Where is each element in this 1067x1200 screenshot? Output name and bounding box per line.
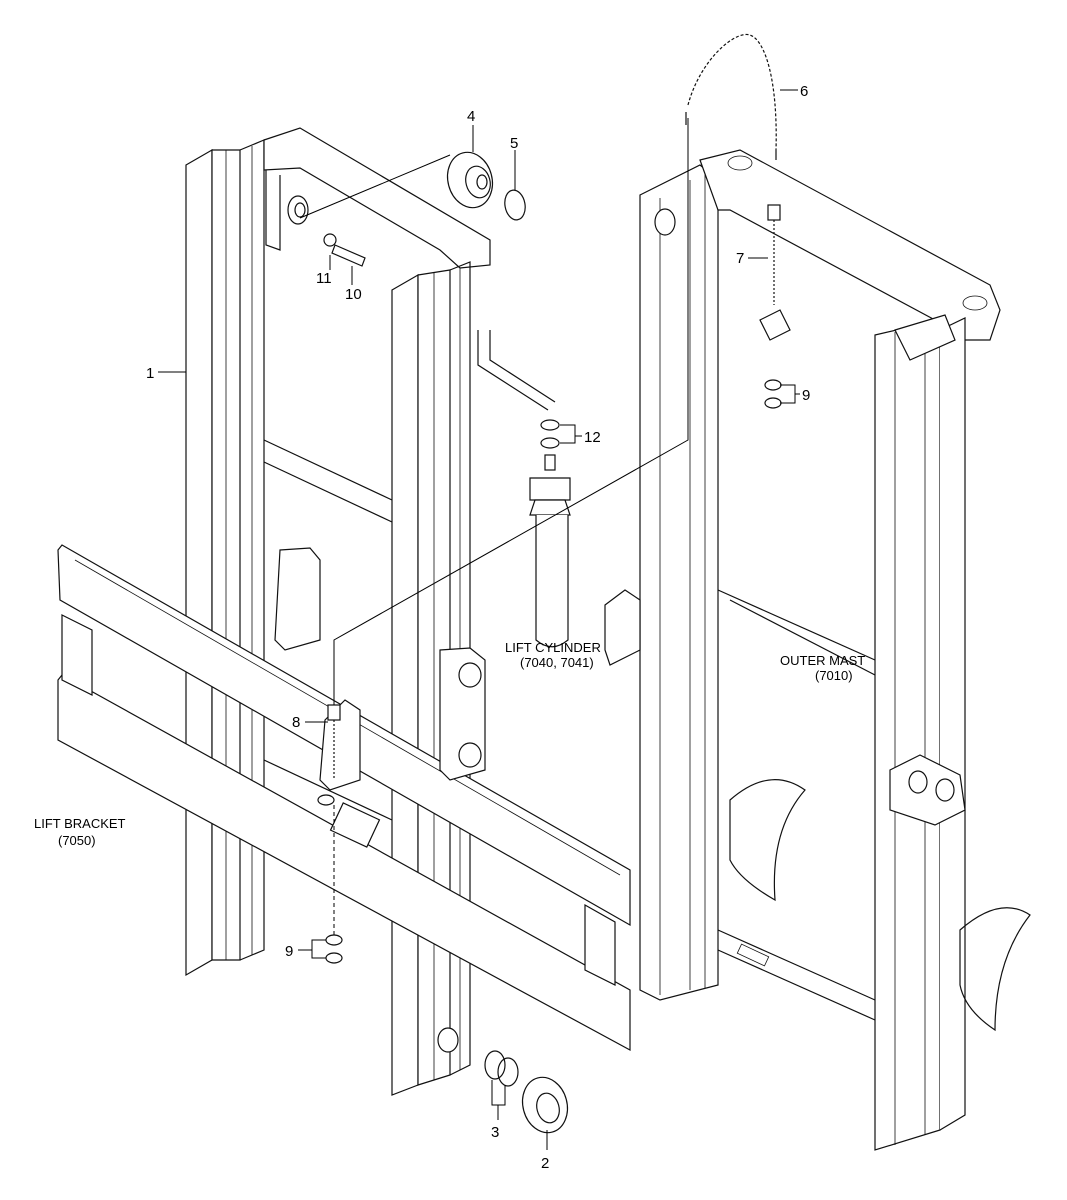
assembly-labels: LIFT CYLINDER (7040, 7041) OUTER MAST (7… xyxy=(34,640,865,848)
callout-12: 12 xyxy=(584,429,601,446)
outer-mast xyxy=(604,149,1031,1151)
callout-3: 3 xyxy=(491,1124,499,1141)
callout-7: 7 xyxy=(736,250,744,267)
lift-chain xyxy=(685,33,777,160)
callout-5: 5 xyxy=(510,135,518,152)
bolt-10 xyxy=(323,233,366,267)
callout-numbers: 1 2 3 4 5 6 7 8 9 9 10 11 12 xyxy=(146,83,810,1172)
callout-4: 4 xyxy=(467,108,475,125)
callout-9-bottom: 9 xyxy=(285,943,293,960)
anchor-bolt-top xyxy=(759,204,791,409)
callout-9-top: 9 xyxy=(802,387,810,404)
callout-11: 11 xyxy=(316,270,332,287)
snap-ring-top xyxy=(504,189,526,221)
label-lift-cylinder-ref: (7040, 7041) xyxy=(520,655,594,670)
callout-6: 6 xyxy=(800,83,808,100)
label-lift-bracket: LIFT BRACKET xyxy=(34,816,126,831)
callout-1: 1 xyxy=(146,365,154,382)
top-roller xyxy=(446,151,494,209)
anchor-bolt-bottom xyxy=(325,704,343,964)
lift-bracket xyxy=(57,544,631,1052)
callout-2: 2 xyxy=(541,1155,549,1172)
label-lift-bracket-ref: (7050) xyxy=(58,833,96,848)
bottom-roller xyxy=(521,1076,569,1134)
callout-8: 8 xyxy=(292,714,300,731)
label-lift-cylinder: LIFT CYLINDER xyxy=(505,640,601,655)
bottom-shims xyxy=(437,1027,519,1087)
lift-cylinder xyxy=(529,419,571,648)
label-outer-mast: OUTER MAST xyxy=(780,653,865,668)
label-outer-mast-ref: (7010) xyxy=(815,668,853,683)
callout-10: 10 xyxy=(345,286,362,303)
leader-lines xyxy=(158,89,800,1150)
